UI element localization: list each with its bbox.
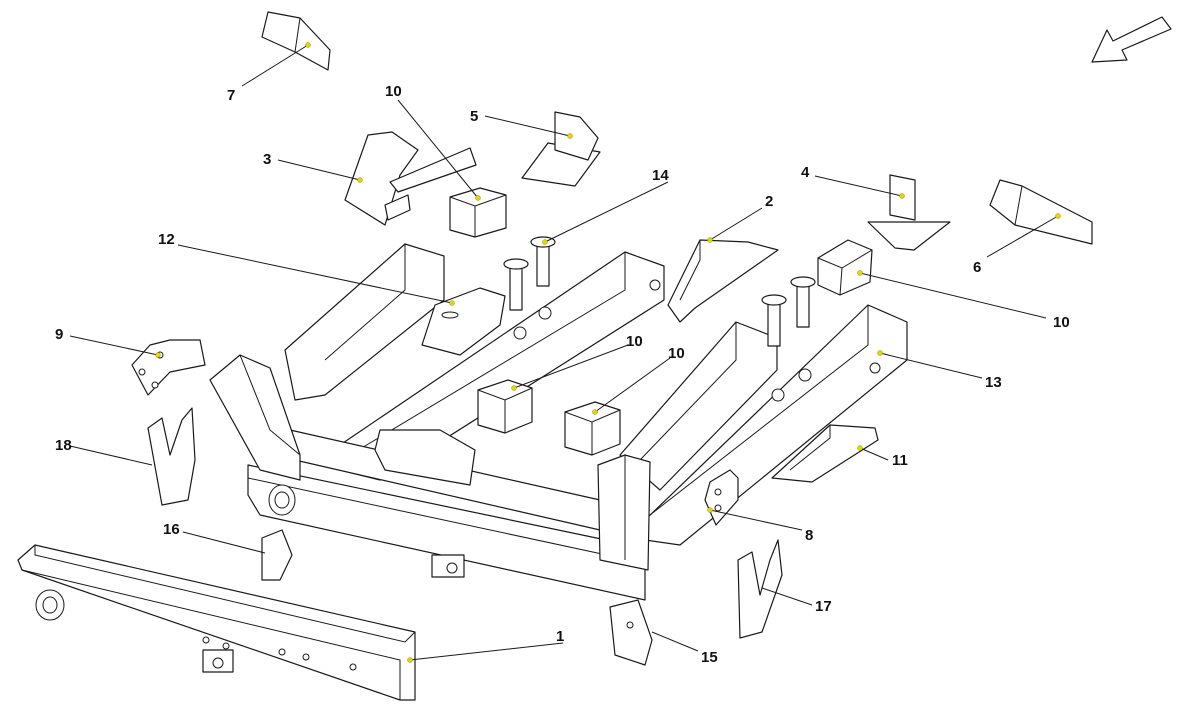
gusset-plate-2 bbox=[667, 239, 779, 323]
callout-7: 7 bbox=[227, 87, 235, 104]
hinge-bracket-8 bbox=[704, 469, 739, 526]
callout-9: 9 bbox=[55, 326, 63, 343]
callout-8: 8 bbox=[805, 527, 813, 544]
callout-6: 6 bbox=[973, 259, 981, 276]
square-block-10a bbox=[449, 187, 507, 238]
callout-15: 15 bbox=[701, 649, 718, 666]
plate-11 bbox=[771, 424, 879, 483]
callout-labels: 1 2 3 4 5 6 7 8 9 10 10 10 10 11 12 13 1… bbox=[55, 83, 1070, 666]
square-block-10b bbox=[817, 239, 873, 296]
callout-14: 14 bbox=[652, 167, 669, 184]
bracket-assembly-3 bbox=[344, 131, 477, 226]
callout-12: 12 bbox=[158, 231, 175, 248]
callout-1: 1 bbox=[556, 628, 564, 645]
callout-18: 18 bbox=[55, 437, 72, 454]
callout-2: 2 bbox=[765, 193, 773, 210]
callout-4: 4 bbox=[801, 164, 810, 181]
bracket-15 bbox=[609, 599, 653, 666]
hinge-bracket-9 bbox=[131, 339, 206, 396]
callout-10a: 10 bbox=[385, 83, 402, 100]
callout-16: 16 bbox=[163, 521, 180, 538]
tube-end-7 bbox=[261, 11, 331, 71]
callout-5: 5 bbox=[470, 108, 478, 125]
bracket-16 bbox=[261, 529, 293, 581]
marker-dots bbox=[155, 42, 1061, 663]
tube-end-6 bbox=[989, 179, 1093, 245]
callout-11: 11 bbox=[892, 452, 908, 469]
front-cross-beam bbox=[17, 544, 416, 701]
square-block-10c bbox=[477, 379, 533, 434]
callout-10c: 10 bbox=[626, 333, 643, 350]
square-block-10d bbox=[564, 401, 621, 456]
callout-3: 3 bbox=[263, 151, 271, 168]
bracket-4 bbox=[867, 174, 951, 251]
callout-17: 17 bbox=[815, 598, 832, 615]
callout-10b: 10 bbox=[1053, 314, 1070, 331]
fork-bracket-18 bbox=[147, 407, 196, 506]
callout-13: 13 bbox=[985, 374, 1002, 391]
direction-arrow-icon bbox=[1091, 16, 1172, 63]
callout-10d: 10 bbox=[668, 345, 685, 362]
bracket-5 bbox=[521, 111, 601, 187]
leader-lines bbox=[69, 44, 1059, 661]
fork-bracket-17 bbox=[737, 539, 783, 639]
pin-14 bbox=[503, 236, 816, 347]
plate-12 bbox=[421, 287, 506, 356]
